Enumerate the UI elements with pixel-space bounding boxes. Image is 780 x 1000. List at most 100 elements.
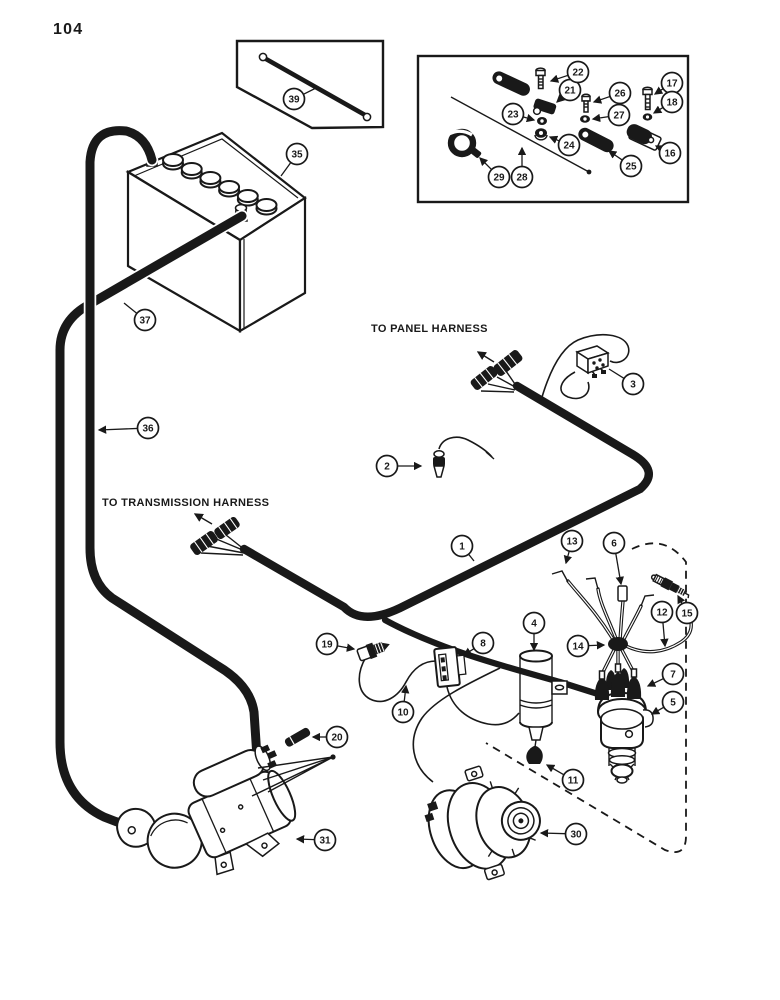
svg-text:29: 29 [493,173,505,184]
connector-block [433,646,467,688]
insulator-strap [578,127,614,153]
coil-wire-boot [526,746,543,764]
harness-wires [358,333,630,783]
distributor [594,663,654,784]
bolt [535,67,546,90]
svg-text:24: 24 [563,141,575,152]
svg-text:21: 21 [564,86,576,97]
label-to-transmission-harness: TO TRANSMISSION HARNESS [102,497,270,509]
distributor-drive-gear [610,763,634,779]
spark-plug [650,573,690,599]
panel-harness-direction-arrow [476,351,495,363]
callout-28: 28 [510,146,534,189]
nut [642,113,653,121]
wire-grommet [608,637,628,651]
svg-text:5: 5 [670,698,676,709]
svg-text:7: 7 [670,670,676,681]
jumper-cable-box [235,39,385,130]
callout-13: 13 [560,529,584,565]
callout-18: 18 [652,90,684,114]
svg-text:19: 19 [321,640,333,651]
cable-eyelet [258,52,268,62]
callout-12: 12 [650,600,674,648]
ignition-coil [519,649,568,748]
page-number: 104 [53,21,84,38]
callout-layer: 1234567810111213141516171819202122232425… [97,60,699,852]
svg-text:3: 3 [630,380,636,391]
nut [537,117,547,125]
label-to-panel-harness: TO PANEL HARNESS [371,323,488,335]
callout-22: 22 [549,60,590,84]
svg-text:6: 6 [611,539,617,550]
svg-text:14: 14 [572,642,584,653]
callout-16: 16 [654,141,682,165]
transmission-harness-connectors [190,513,246,556]
callout-30: 30 [539,822,588,846]
svg-text:31: 31 [319,836,331,847]
callout-39: 39 [282,87,317,111]
distributor-clamp [642,709,654,728]
cable-tie-rod [450,96,592,175]
callout-7: 7 [646,662,685,687]
callout-17: 17 [653,71,684,95]
hardware-parts-box [416,54,690,204]
panel-harness-connectors [470,350,523,393]
svg-text:27: 27 [613,111,625,122]
callout-5: 5 [650,690,685,715]
distributor-port [624,729,634,739]
callout-29: 29 [479,157,511,189]
callout-14: 14 [566,634,606,658]
battery-cell-caps [162,153,278,216]
nut [580,115,590,123]
cable-clamp [447,128,482,158]
coil-wire-terminal [617,585,628,602]
callout-20: 20 [311,725,349,749]
svg-text:25: 25 [625,162,637,173]
svg-text:12: 12 [656,608,668,619]
svg-text:13: 13 [566,537,578,548]
svg-text:37: 37 [139,316,151,327]
callout-37: 37 [123,302,157,332]
svg-text:22: 22 [572,68,584,79]
bolt [642,86,653,111]
callout-4: 4 [522,611,546,652]
insulator-strap [492,71,530,96]
svg-text:30: 30 [570,830,582,841]
svg-text:35: 35 [291,150,303,161]
svg-text:16: 16 [664,149,676,160]
svg-text:17: 17 [666,79,678,90]
callout-19: 19 [315,632,356,656]
sender-switch [433,450,445,478]
washer-nut [534,128,548,141]
main-wiring-harness [238,380,655,698]
svg-text:15: 15 [681,609,693,620]
callout-25: 25 [607,150,643,178]
callout-8: 8 [462,631,495,656]
svg-text:8: 8 [480,639,486,650]
bolt [581,93,591,113]
battery-ground-cable [83,124,264,764]
alternator [424,765,541,881]
oil-pressure-sender [356,641,390,662]
clamp-bracket [626,124,662,151]
cable-eyelet [362,112,372,122]
battery [125,131,307,333]
svg-text:26: 26 [614,89,626,100]
callout-3: 3 [608,368,645,396]
callout-2: 2 [375,454,423,478]
spark-wire-boots [594,663,642,700]
svg-text:11: 11 [568,776,579,787]
callout-10: 10 [391,684,415,724]
callout-24: 24 [548,133,581,157]
svg-text:23: 23 [507,110,519,121]
svg-text:39: 39 [288,95,300,106]
callout-31: 31 [295,828,337,852]
transmission-harness-direction-arrow [193,513,213,525]
engine-boundary-dashed-line [485,542,687,854]
svg-text:4: 4 [531,619,537,630]
svg-text:20: 20 [331,733,343,744]
starter-relay [575,345,610,375]
callout-23: 23 [501,102,536,126]
wiring-clip [284,727,311,747]
